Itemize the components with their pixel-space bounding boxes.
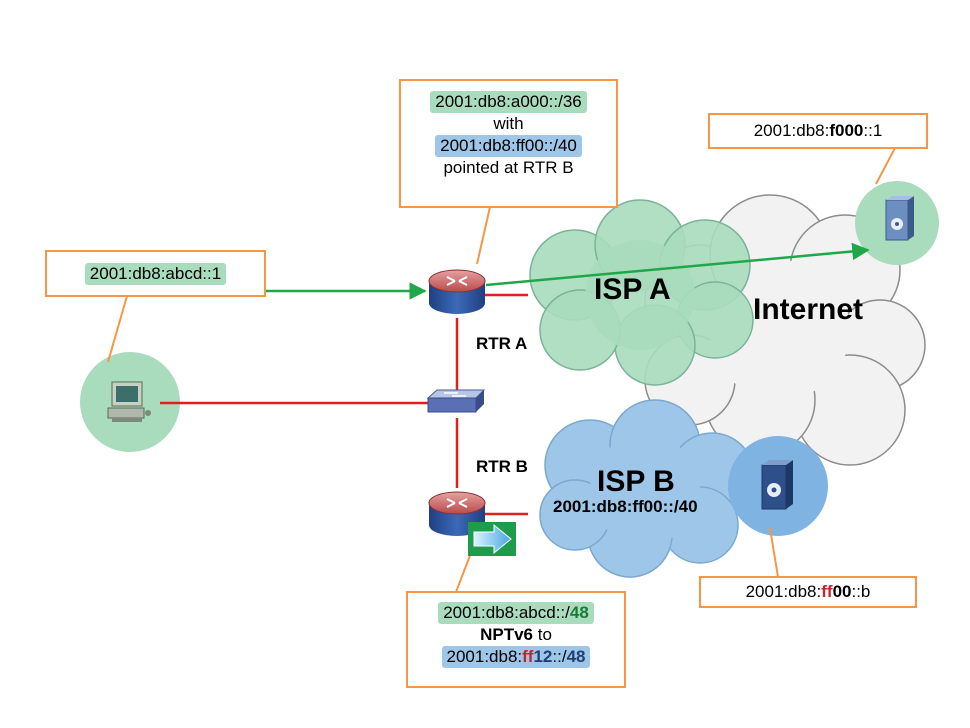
nptv6-target-length: 48 <box>566 647 586 666</box>
isp-b-prefix-label: 2001:db8:ff00::/40 <box>553 497 698 516</box>
server-a-icon[interactable] <box>885 196 914 241</box>
rtr-a-callout-route: 2001:db8:ff00::/40 <box>435 135 582 157</box>
nptv6-source-prefix: 2001:db8:abcd::/ <box>443 603 570 622</box>
router-a-icon[interactable] <box>428 269 486 314</box>
server-b-address-red: ff <box>821 582 833 601</box>
nptv6-callout: 2001:db8:abcd::/48 NPTv6 to 2001:db8:ff1… <box>406 591 626 688</box>
nptv6-target-red: ff <box>522 647 534 666</box>
host-callout: 2001:db8:abcd::1 <box>45 250 266 297</box>
rtr-a-callout-with: with <box>493 114 524 133</box>
server-a-callout: 2001:db8:f000::1 <box>708 113 928 149</box>
server-a-address-bold: f000 <box>829 121 864 140</box>
server-a-address-suffix: ::1 <box>863 121 883 140</box>
server-b-address-suffix: ::b <box>851 582 871 601</box>
nptv6-to: to <box>533 625 552 644</box>
server-b-address-bold: 00 <box>832 582 852 601</box>
server-b-callout: 2001:db8:ff00::b <box>699 576 917 608</box>
internet-cloud <box>644 194 926 466</box>
workstation-icon[interactable] <box>107 381 151 422</box>
traffic-flow <box>243 242 870 300</box>
rtr-a-label: RTR A <box>476 334 528 353</box>
nptv6-source-length: 48 <box>569 603 589 622</box>
rtr-b-label: RTR B <box>476 457 528 476</box>
isp-b-label: ISP B <box>597 465 675 498</box>
internet-label: Internet <box>753 293 864 326</box>
callout-pointers <box>107 147 896 593</box>
nptv6-target-mid: ::/ <box>552 647 567 666</box>
switch-icon[interactable] <box>426 389 486 413</box>
rtr-a-callout-target: pointed at RTR B <box>443 158 574 177</box>
nptv6-target-bold: 12 <box>533 647 553 666</box>
isp-a-label: ISP A <box>594 273 671 306</box>
server-b-address-prefix: 2001:db8: <box>745 582 822 601</box>
nptv6-target-prefix: 2001:db8: <box>446 647 523 666</box>
server-b-icon[interactable] <box>761 460 793 510</box>
nptv6-keyword: NPTv6 <box>480 625 533 644</box>
isp-b-cloud <box>539 399 755 578</box>
server-a-address-prefix: 2001:db8: <box>753 121 830 140</box>
rtr-a-callout: 2001:db8:a000::/36 with 2001:db8:ff00::/… <box>399 79 618 208</box>
rtr-a-callout-prefix: 2001:db8:a000::/36 <box>430 91 587 113</box>
host-address: 2001:db8:abcd::1 <box>84 263 227 285</box>
links <box>160 293 528 516</box>
nptv6-arrow-icon <box>468 522 516 556</box>
